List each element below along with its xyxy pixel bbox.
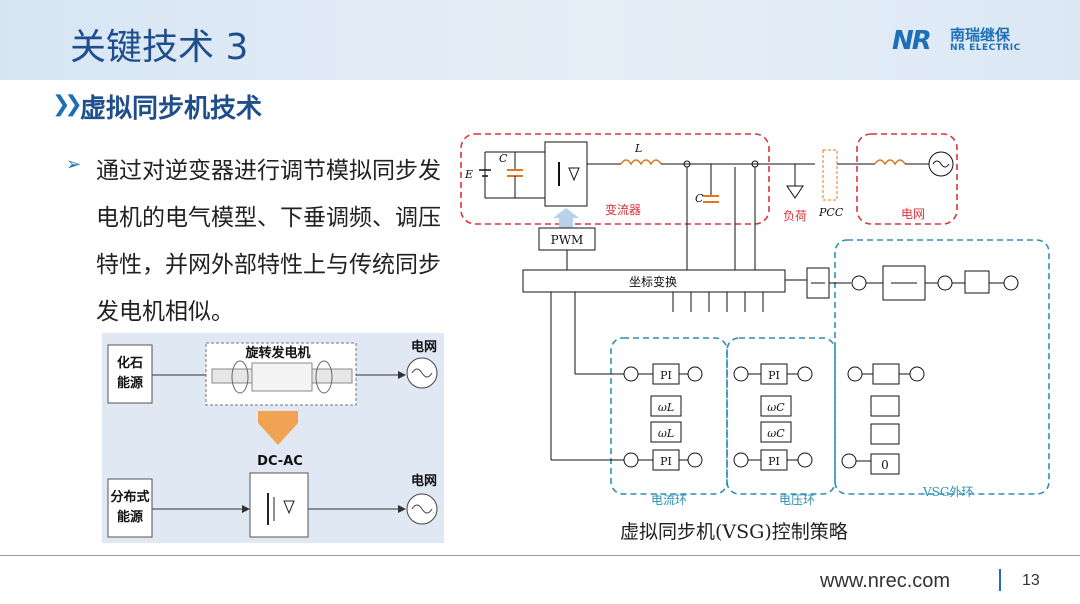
arrow-bullet-icon: ➢ xyxy=(66,154,82,175)
omega-l-label-2: ωL xyxy=(658,427,674,440)
dcac-label: DC-AC xyxy=(257,454,303,469)
load-icon xyxy=(786,185,804,199)
omega-c-block-1 xyxy=(760,395,792,417)
orange-down-arrow xyxy=(258,411,298,445)
page-number: 13 xyxy=(1022,572,1040,589)
double-chevron-icon: ❯❯ xyxy=(52,92,83,117)
inductor-lg xyxy=(874,159,906,166)
pcc-label: PCC xyxy=(818,206,844,219)
inductor-l-label: L xyxy=(634,142,642,155)
cdc-label: C xyxy=(499,152,508,165)
dq-block xyxy=(872,363,900,385)
vsg-outer-loop-region xyxy=(834,239,1050,495)
sine-wave-icon-top xyxy=(411,368,433,378)
omega-c-block-2 xyxy=(760,421,792,443)
omega-c-label-2: ωC xyxy=(767,427,785,440)
logo-mark: NR xyxy=(892,26,932,56)
omega-l-block-1 xyxy=(650,395,682,417)
dcac-grid-arrow-head xyxy=(398,505,406,513)
load-label: 负荷 xyxy=(783,209,807,223)
distributed-label-1: 分布式 xyxy=(110,489,149,505)
voltage-loop-region xyxy=(726,337,836,495)
grid-sine-icon xyxy=(932,160,950,168)
inverter-label: 变流器 xyxy=(605,202,641,217)
vsg-diagram-caption: 虚拟同步机(VSG)控制策略 xyxy=(620,521,848,543)
generator-label: 旋转发电机 xyxy=(244,345,310,361)
footer-divider xyxy=(0,555,1080,556)
diode-icon xyxy=(283,500,295,515)
fossil-label-2: 能源 xyxy=(117,375,143,391)
voltage-pi-q-label: PI xyxy=(768,455,780,468)
pwm-label: PWM xyxy=(551,233,584,247)
ud-out-junction xyxy=(623,366,639,382)
sine-wave-icon-bottom xyxy=(411,504,433,514)
pwm-up-arrow xyxy=(553,208,579,228)
fossil-energy-box xyxy=(107,344,153,404)
dcac-box xyxy=(249,472,309,538)
inductor-l xyxy=(620,159,662,166)
grid-label: 电网 xyxy=(901,207,925,221)
generator-rotor-left xyxy=(231,360,249,394)
grid-label-bottom: 电网 xyxy=(411,473,437,489)
generator-grid-arrow-head xyxy=(398,371,406,379)
grid-region xyxy=(856,133,958,225)
logo-english-name: NR ELECTRIC xyxy=(950,43,1021,53)
footer-website[interactable]: www.nrec.com xyxy=(820,570,951,592)
zero-block xyxy=(870,453,900,475)
id-sum-junction xyxy=(687,366,703,382)
voltage-loop-label: 电压环 xyxy=(779,493,815,507)
omega-l-block-2 xyxy=(650,421,682,443)
q-axis-junction xyxy=(841,453,857,469)
ud-sum-junction xyxy=(797,366,813,382)
omega-sum-junction xyxy=(851,275,867,291)
power-sum-junction xyxy=(937,275,953,291)
logo-chinese-name: 南瑞继保 xyxy=(950,26,1011,44)
voltage-out-q-junction xyxy=(733,452,749,468)
current-pi-q-label: PI xyxy=(660,455,672,468)
grid-ac-source-icon xyxy=(928,151,954,177)
distributed-energy-box xyxy=(107,478,153,538)
iq-sum-junction xyxy=(687,452,703,468)
xvq-block xyxy=(870,423,900,445)
page-title: 关键技术 3 xyxy=(70,27,249,68)
fossil-label-1: 化石 xyxy=(117,355,143,371)
coord-transform-block xyxy=(522,269,786,293)
voltage-out-d-junction xyxy=(733,366,749,382)
generator-comparison-diagram: 化石 能源 旋转发电机 电网 DC-AC 分布式 能源 电网 xyxy=(102,333,444,543)
inverter-diode-icon xyxy=(568,167,580,182)
vsg-loop-label: VSG外环 xyxy=(922,485,973,499)
coord-transform-label: 坐标变换 xyxy=(629,274,677,289)
uq-sum-junction xyxy=(797,452,813,468)
bullet-text: 通过对逆变器进行调节模拟同步发电机的电气模型、下垂调频、调压特性，并网外部特性上… xyxy=(96,158,441,325)
header-bar: 关键技术 3 NR 南瑞继保 NR ELECTRIC xyxy=(0,0,1080,80)
generator-body xyxy=(251,362,313,392)
inverter-region xyxy=(460,133,770,225)
grid-label-top: 电网 xyxy=(411,339,437,355)
current-loop-region xyxy=(610,337,728,495)
damping-block xyxy=(964,270,990,294)
freq-sum-junction xyxy=(1003,275,1019,291)
distributed-label-2: 能源 xyxy=(117,509,143,525)
xvd-block xyxy=(870,395,900,417)
voltage-ref-junction xyxy=(847,366,863,382)
current-pi-d-label: PI xyxy=(660,369,672,382)
voltage-pi-d-label: PI xyxy=(768,369,780,382)
distributed-arrow-head xyxy=(242,505,250,513)
company-logo: NR 南瑞继保 NR ELECTRIC xyxy=(892,24,1052,60)
edc-label: E xyxy=(464,168,473,181)
footer-separator xyxy=(999,569,1001,591)
inverter-block xyxy=(544,141,588,207)
cap-c-label: C xyxy=(695,192,704,205)
current-loop-label: 电流环 xyxy=(651,493,687,507)
pcc-breaker xyxy=(822,149,838,201)
section-title: 虚拟同步机技术 xyxy=(80,94,263,124)
omega-c-label-1: ωC xyxy=(767,401,785,414)
generator-rotor-right xyxy=(315,360,333,394)
vsg-control-diagram: E C L C 变流器 负荷 PCC 电网 PWM xyxy=(455,128,1055,508)
omega-l-label-1: ωL xyxy=(658,401,674,414)
zero-label: 0 xyxy=(881,458,889,472)
uq-out-junction xyxy=(623,452,639,468)
reactive-sum-junction xyxy=(909,366,925,382)
